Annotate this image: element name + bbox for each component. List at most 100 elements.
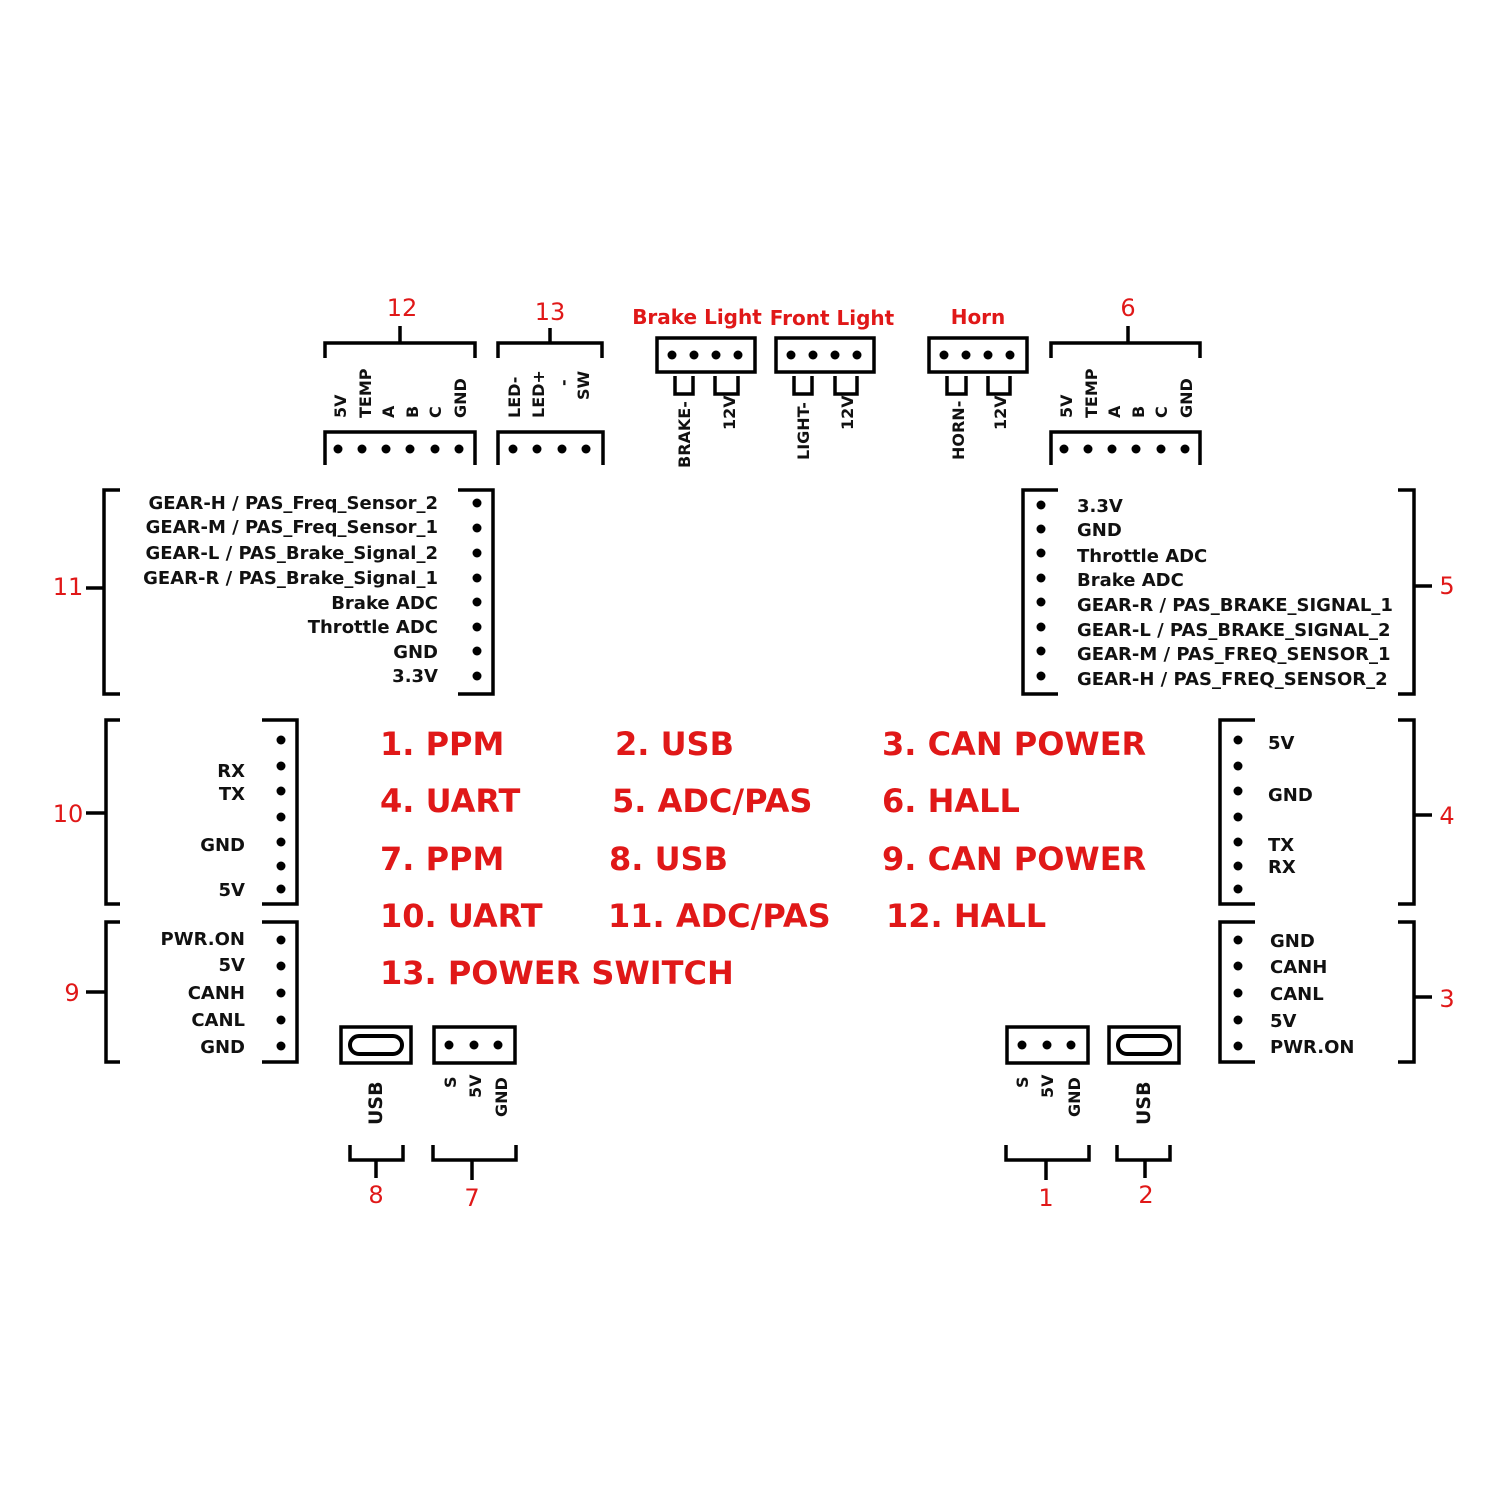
horn-wire-1: HORN- xyxy=(949,401,968,460)
pin-dot xyxy=(1036,548,1046,558)
connector-13-pin-3: - xyxy=(554,379,573,386)
connector-7-housing xyxy=(432,1025,517,1065)
connector-10-pin-3: GND xyxy=(200,835,245,856)
pin-dot xyxy=(444,1040,454,1050)
connector-11-pin-4: GEAR-R / PAS_Brake_Signal_1 xyxy=(143,568,438,589)
pin-dot xyxy=(1233,837,1243,847)
connector-1-bracket xyxy=(1004,1145,1091,1180)
connector-13: 13 LED- LED+ - SW xyxy=(496,298,605,465)
pin-dot xyxy=(667,350,677,360)
connector-3-bracket xyxy=(1398,920,1432,1064)
connector-2-label: USB xyxy=(1133,1081,1155,1125)
legend-item-6: 6. HALL xyxy=(882,782,1020,820)
pin-dot xyxy=(276,861,286,871)
pin-dot xyxy=(1036,524,1046,534)
pin-dot xyxy=(430,444,440,454)
connector-5-pin-2: GND xyxy=(1077,520,1122,541)
pin-dot xyxy=(405,444,415,454)
pin-dot xyxy=(1017,1040,1027,1050)
connector-10: 10 RX TX GND 5V xyxy=(53,718,299,906)
connector-5-pin-8: GEAR-H / PAS_FREQ_SENSOR_2 xyxy=(1077,669,1388,690)
connector-6-pin-6: GND xyxy=(1177,378,1196,418)
pin-dot xyxy=(1233,935,1243,945)
connector-9-pin-5: GND xyxy=(200,1037,245,1058)
pin-dot xyxy=(454,444,464,454)
legend-item-4: 4. UART xyxy=(380,782,521,820)
connector-12-pin-4: B xyxy=(403,406,422,418)
pin-dot xyxy=(1005,350,1015,360)
connector-4-housing xyxy=(1218,718,1255,906)
connector-12-pin-1: 5V xyxy=(331,394,350,418)
pin-dot xyxy=(472,498,482,508)
pin-dot xyxy=(1233,812,1243,822)
connector-3-number: 3 xyxy=(1439,985,1454,1013)
pin-dot xyxy=(557,444,567,454)
legend-item-12: 12. HALL xyxy=(886,897,1046,935)
connector-7-bracket xyxy=(431,1145,518,1180)
connector-11-housing xyxy=(458,488,495,696)
pin-dot xyxy=(1233,761,1243,771)
pin-dot xyxy=(276,935,286,945)
connector-7-pin-2: 5V xyxy=(466,1074,485,1098)
connector-front-light: Front Light LIGHT- 12V xyxy=(770,306,895,460)
pin-dot xyxy=(1036,646,1046,656)
connector-6-bracket xyxy=(1049,326,1202,358)
connector-6-number: 6 xyxy=(1120,294,1135,322)
pin-dot xyxy=(1233,786,1243,796)
pin-dot xyxy=(1059,444,1069,454)
connector-4-pin-1: 5V xyxy=(1268,733,1295,754)
pin-dot xyxy=(1233,1015,1243,1025)
connector-10-pin-1: RX xyxy=(217,761,245,782)
connector-10-number: 10 xyxy=(53,800,84,828)
pin-dot xyxy=(276,884,286,894)
connector-12-housing xyxy=(323,430,477,465)
pin-dot xyxy=(472,548,482,558)
connector-11: 11 GEAR-H / PAS_Freq_Sensor_2 GEAR-M / P… xyxy=(53,488,495,696)
pin-dot xyxy=(961,350,971,360)
legend-item-5: 5. ADC/PAS xyxy=(612,782,812,820)
pin-dot xyxy=(357,444,367,454)
connector-5: 5 3.3V GND Throttle ADC Brake ADC GEAR-R… xyxy=(1021,488,1455,696)
connector-12-bracket xyxy=(323,326,477,358)
connector-10-bracket xyxy=(86,718,120,906)
connector-13-pin-4: SW xyxy=(574,370,593,400)
connector-1-housing xyxy=(1005,1025,1090,1065)
connector-13-number: 13 xyxy=(535,298,566,326)
connector-6-pin-3: A xyxy=(1105,405,1124,418)
pin-dot xyxy=(689,350,699,360)
pin-dot xyxy=(939,350,949,360)
connector-3-housing xyxy=(1218,920,1255,1064)
connector-5-pin-5: GEAR-R / PAS_BRAKE_SIGNAL_1 xyxy=(1077,595,1393,616)
pin-dot xyxy=(852,350,862,360)
connector-2: USB 2 xyxy=(1107,1025,1181,1209)
connector-6-pin-4: B xyxy=(1129,406,1148,418)
connector-6-pin-5: C xyxy=(1152,406,1171,418)
connector-5-housing xyxy=(1021,488,1058,696)
pin-dot xyxy=(581,444,591,454)
pin-dot xyxy=(733,350,743,360)
connector-1: S 5V GND 1 xyxy=(1004,1025,1091,1212)
connector-7-pin-1: S xyxy=(441,1076,460,1088)
pin-dot xyxy=(333,444,343,454)
pin-dot xyxy=(1233,1041,1243,1051)
connector-horn: Horn HORN- 12V xyxy=(927,305,1029,460)
connector-2-bracket xyxy=(1115,1145,1172,1178)
brake-light-wire-1: BRAKE- xyxy=(675,401,694,468)
brake-light-wire-brackets xyxy=(673,376,740,396)
connector-11-pin-5: Brake ADC xyxy=(331,593,438,614)
pin-dot xyxy=(711,350,721,360)
horn-wire-2: 12V xyxy=(991,395,1010,430)
pin-dot xyxy=(983,350,993,360)
pin-dot xyxy=(472,671,482,681)
connector-6-housing xyxy=(1049,430,1202,465)
legend-item-10: 10. UART xyxy=(380,897,543,935)
connector-10-pin-4: 5V xyxy=(219,880,246,901)
connector-13-housing xyxy=(496,430,605,465)
horn-housing xyxy=(927,336,1029,374)
connector-13-pin-2: LED+ xyxy=(529,370,548,418)
connector-3-pin-5: PWR.ON xyxy=(1270,1037,1354,1058)
connector-8: USB 8 xyxy=(339,1025,413,1209)
connector-5-pin-6: GEAR-L / PAS_BRAKE_SIGNAL_2 xyxy=(1077,620,1391,641)
pin-dot xyxy=(472,573,482,583)
connector-1-pin-2: 5V xyxy=(1038,1074,1057,1098)
